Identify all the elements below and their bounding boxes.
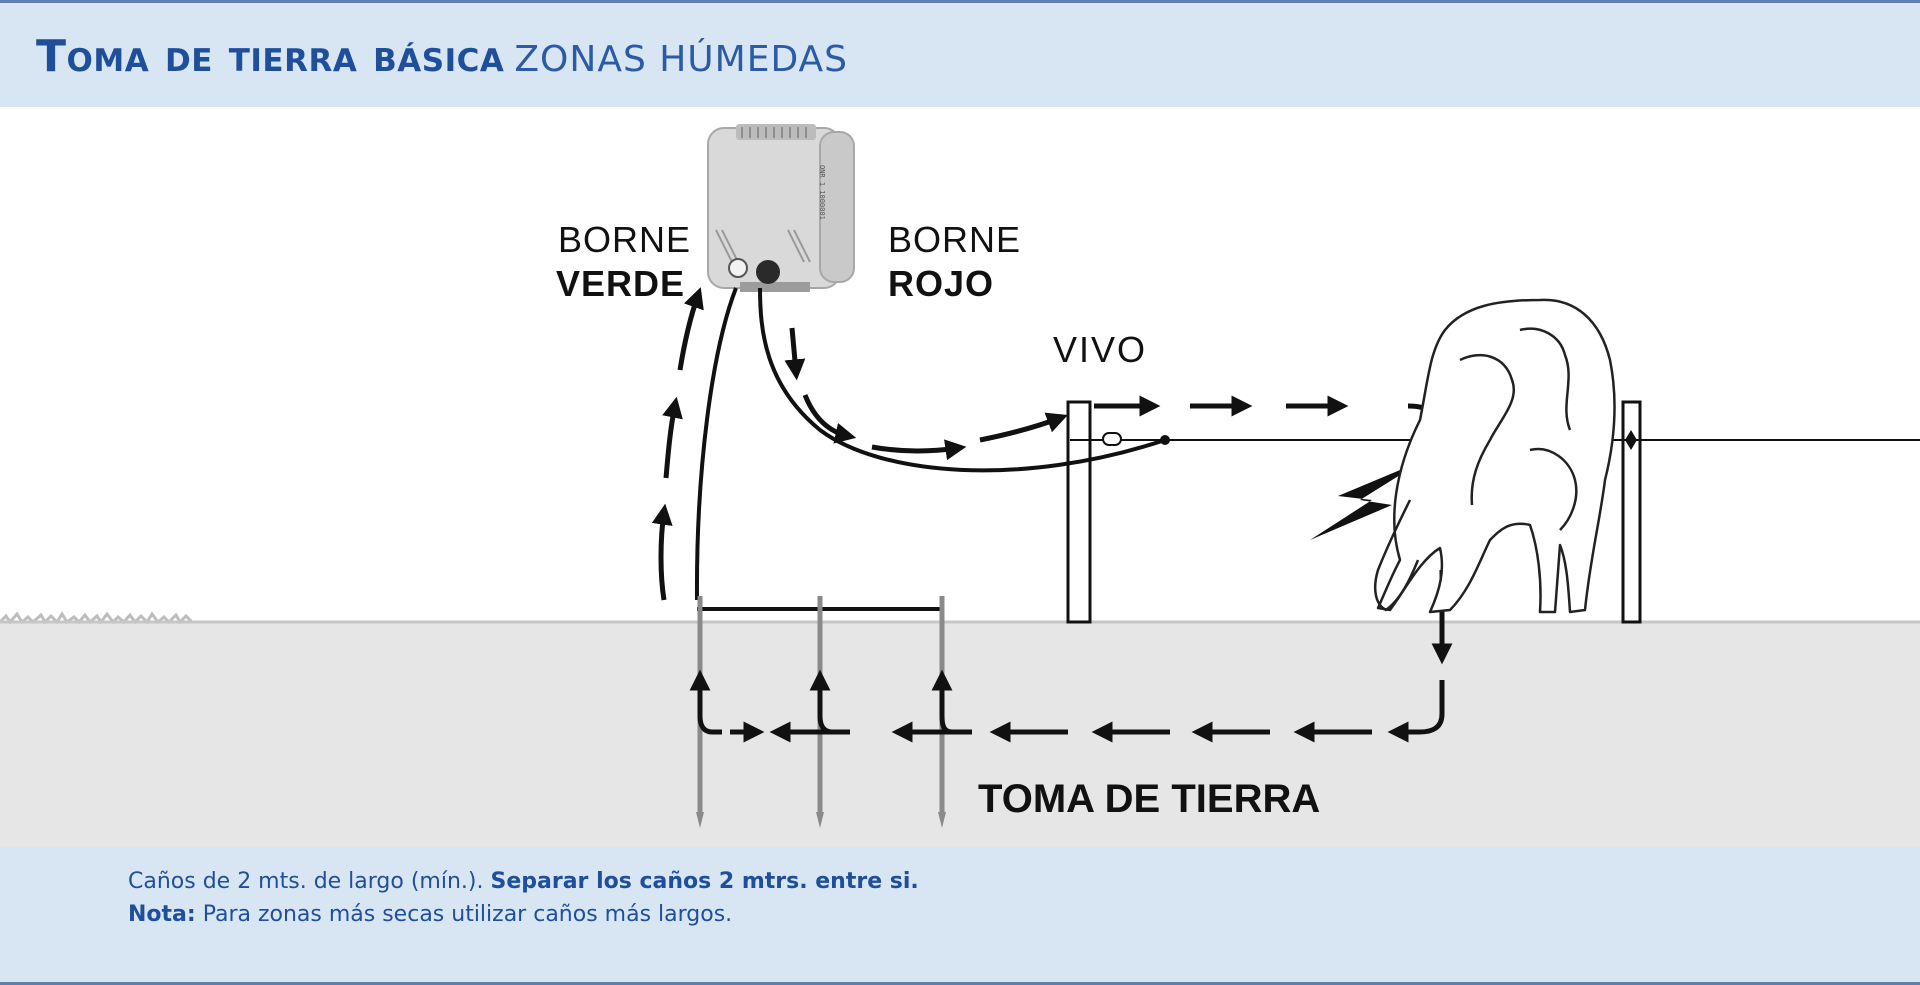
- fence-post-right: [1621, 400, 1642, 624]
- note-line-1-bold: Separar los caños 2 mtrs. entre si.: [490, 869, 919, 894]
- title-light: ZONAS HÚMEDAS: [514, 39, 849, 80]
- device-text: ONR 1 1000001: [818, 165, 826, 220]
- cow-illustration: [1374, 298, 1616, 614]
- rod-up-arrows: [689, 669, 962, 735]
- grounding-diagram: ONR 1 1000001 BORNE VERDE BORNE ROJO VIV…: [0, 124, 1920, 847]
- ground-rise-arrows: [651, 287, 704, 601]
- borne-verde-line1: BORNE: [558, 219, 691, 260]
- note-line-2-bold: Nota:: [128, 902, 196, 927]
- note-line-2: Nota: Para zonas más secas utilizar caño…: [128, 902, 732, 927]
- live-flow-arrows: [784, 327, 1453, 665]
- return-flow-arrows: [730, 680, 1445, 743]
- vivo-label: VIVO: [1053, 329, 1147, 370]
- borne-rojo-line2: ROJO: [888, 263, 994, 304]
- shock-bolt-icon: [1310, 460, 1424, 540]
- note-line-2-regular: Para zonas más secas utilizar caños más …: [202, 902, 733, 927]
- note-line-1-regular: Caños de 2 mts. de largo (mín.).: [128, 869, 484, 894]
- title-strong: Toma de tierra básica: [36, 31, 505, 82]
- post-insulator: [1625, 430, 1637, 450]
- wire-insulator: [1102, 432, 1122, 446]
- footer-notes: Caños de 2 mts. de largo (mín.). Separar…: [0, 847, 1920, 985]
- energizer-device: ONR 1 1000001: [707, 124, 855, 292]
- note-line-1: Caños de 2 mts. de largo (mín.). Separar…: [128, 869, 919, 894]
- borne-verde-line2: VERDE: [556, 263, 685, 304]
- ground-cable: [694, 287, 738, 601]
- borne-rojo-line1: BORNE: [888, 219, 1021, 260]
- ground-label: TOMA DE TIERRA: [978, 777, 1320, 821]
- fence-post-vivo: [1066, 400, 1092, 624]
- live-cable: [758, 287, 1166, 473]
